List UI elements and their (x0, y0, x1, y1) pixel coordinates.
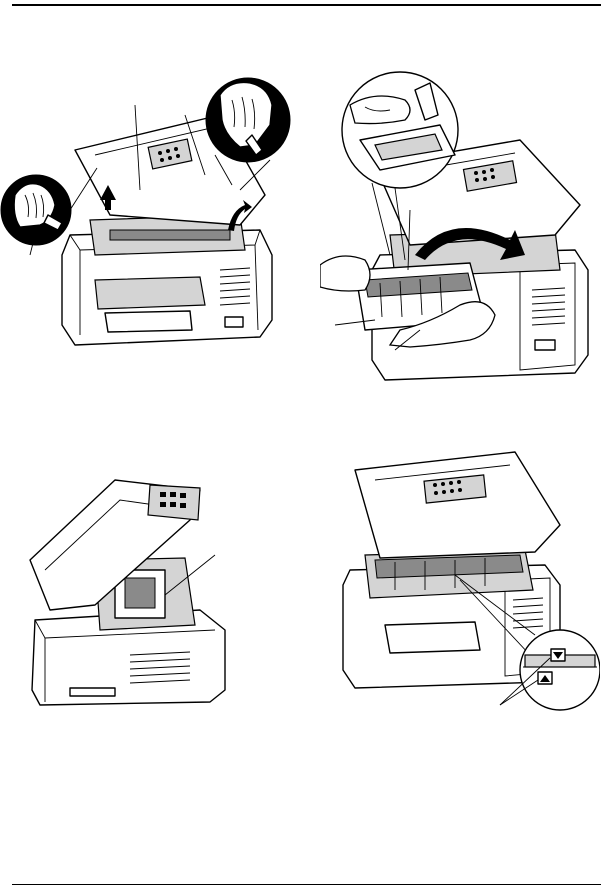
figure-side-view-open (20, 460, 260, 710)
figure-open-cover-release-levers (0, 55, 300, 385)
footer-rule (12, 884, 601, 885)
header-rule (12, 4, 601, 6)
figure-triangle-alignment (335, 440, 600, 730)
figure-lift-drum-unit (320, 55, 605, 385)
